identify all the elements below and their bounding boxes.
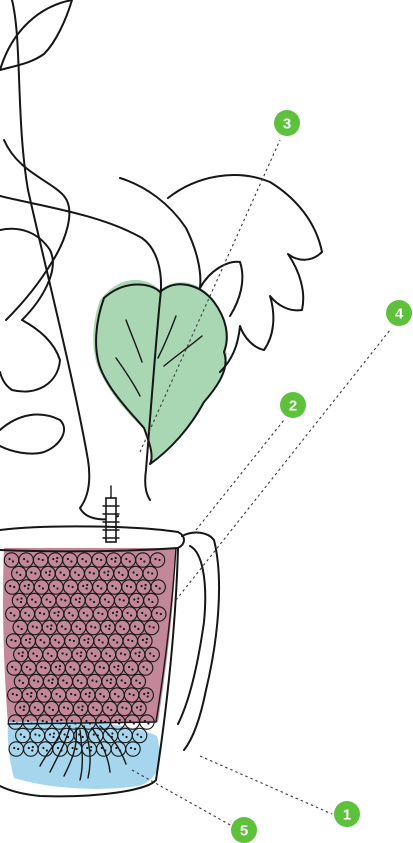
- leader-line-1: [200, 756, 332, 814]
- callout-label: 3: [283, 116, 291, 133]
- callout-badge-2: 2: [280, 392, 306, 418]
- top-leaf: [0, 0, 72, 70]
- water-level-indicator-icon: [103, 486, 119, 542]
- callout-label: 5: [240, 823, 248, 840]
- main-stem: [12, 0, 118, 519]
- left-middle-leaf: [0, 229, 60, 392]
- leader-line-2: [196, 420, 284, 530]
- callout-label: 1: [343, 807, 351, 824]
- left-lower-leaf: [0, 415, 64, 454]
- pot-handle: [178, 546, 205, 724]
- highlighted-leaf-fill: [93, 280, 228, 462]
- callout-badge-1: 1: [334, 801, 360, 827]
- leader-lines: [132, 140, 390, 826]
- pot-rim: [0, 526, 184, 551]
- callout-badge-5: 5: [231, 817, 257, 843]
- leader-line-5: [132, 770, 232, 826]
- callout-label: 4: [395, 306, 404, 323]
- callout-badge-3: 3: [274, 110, 300, 136]
- callout-badge-4: 4: [386, 300, 412, 326]
- callout-label: 2: [289, 398, 297, 415]
